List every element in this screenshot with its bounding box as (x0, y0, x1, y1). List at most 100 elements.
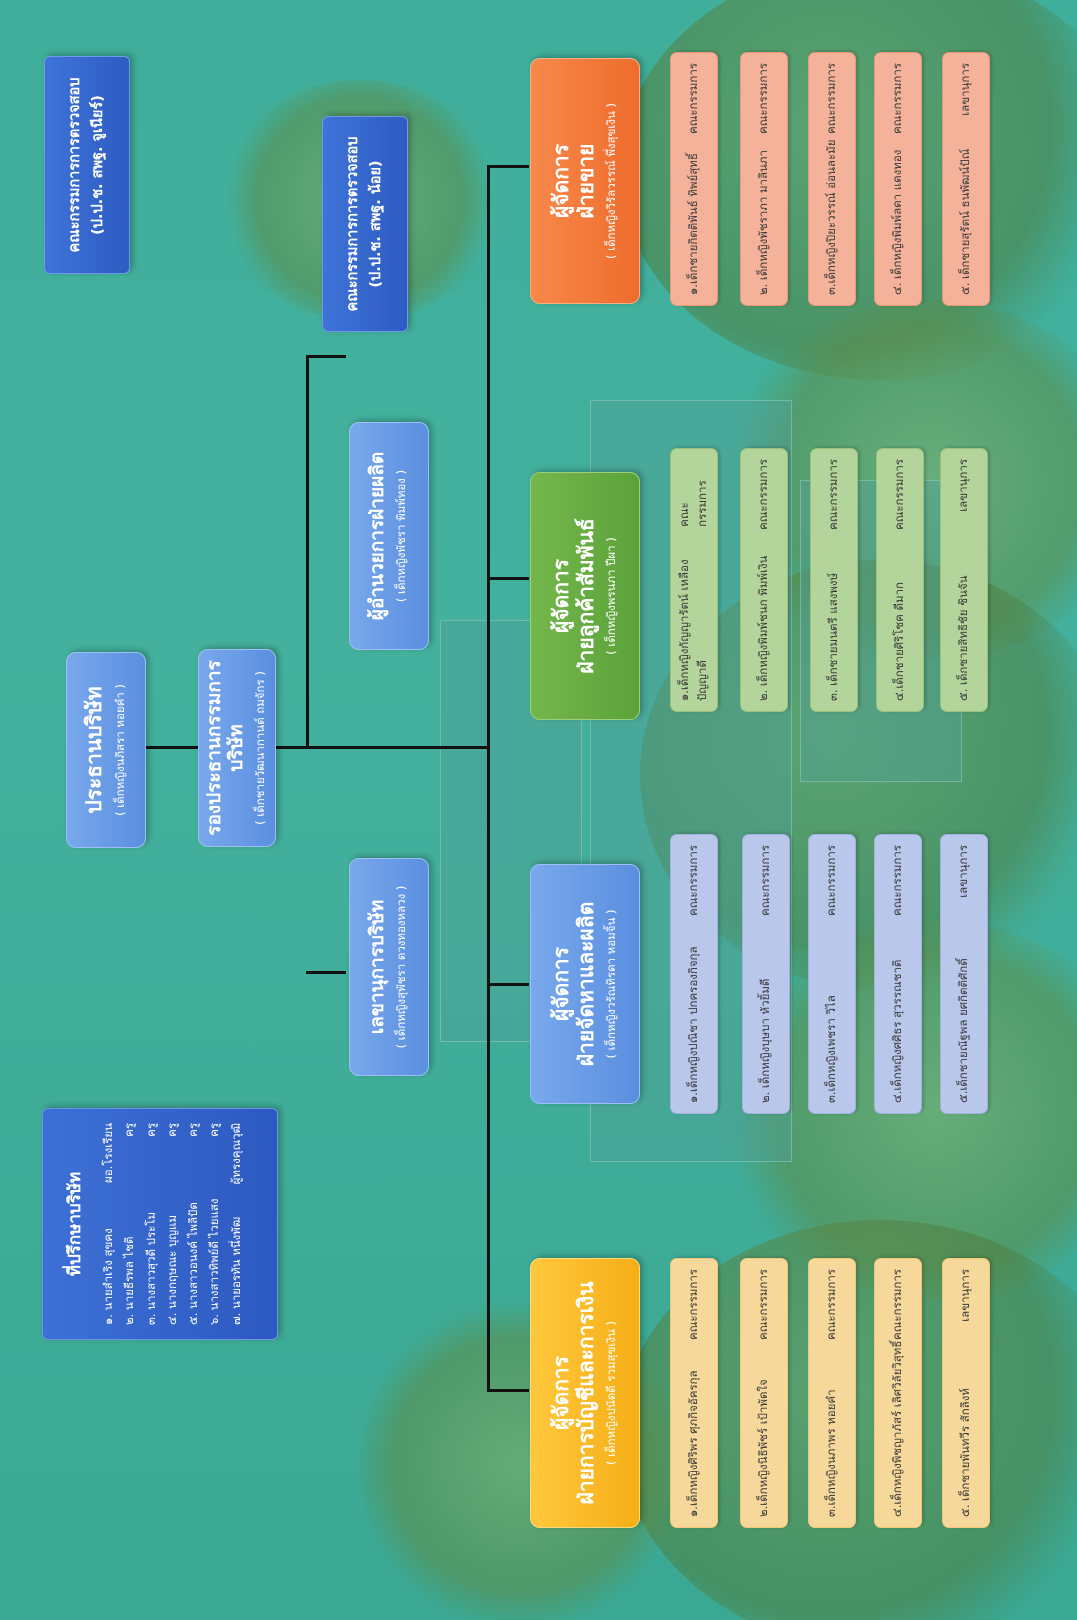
connector-line (487, 166, 490, 1392)
secretary-box: เลขานุการบริษัท ( เด็กหญิงสุพัชรา ดวงทอง… (349, 858, 429, 1076)
advisor-row: ๒. นายธีรพล ไชติครู (119, 1123, 140, 1325)
department-name: ฝ่ายการบัญชีและการเงิน (573, 1281, 598, 1505)
member-name: ๔. เด็กหญิงพิมพ์ลดา แดงทอง (890, 149, 904, 295)
secretary-title: เลขานุการบริษัท (365, 899, 388, 1035)
member-role: คณะกรรมการ (824, 845, 838, 917)
member-card: ๒. เด็กหญิงพิมพ์ชนก พิมพ์เงินคณะกรรมการ (740, 448, 788, 712)
member-card: ๕. เด็กชายพันทวีร สักลิงห์ เลขานุการ (942, 1258, 990, 1528)
connector-line (487, 1389, 529, 1392)
member-name: ๒. เด็กหญิงพัชราภา มาลินภา (756, 150, 770, 295)
member-card: ๕. เด็กชายสุรัตน์ ธนพัฒน์ปัณ์เลขานุการ (942, 52, 990, 306)
president-box: ประธานบริษัท ( เด็กหญิงนภิสรา หอยคำ ) (66, 652, 146, 848)
member-name: ๔.เด็กชายศิริโชค ดีมาก (892, 582, 906, 701)
member-role: คณะกรรมการ (890, 63, 904, 135)
member-name: ๑.เด็กหญิงกัญญารัตน์ เหลืองปัญญาดี (677, 559, 709, 701)
connector-line (487, 983, 529, 986)
manager-sales-box: ผู้จัดการ ฝ่ายขาย ( เด็กหญิงวิรัลวรรณ์ พ… (530, 58, 640, 304)
member-card: ๕.เด็กชายณัฐพล ยศกิตติศักดิ์ เลขานุการ (940, 834, 988, 1114)
advisor-name: ๓. นางสาวสุวดี ประโม (143, 1211, 158, 1325)
member-name: ๑.เด็กหญิงปณิชา ปกครองกิจกุล (686, 946, 700, 1103)
member-card: ๑.เด็กหญิงศิริพร ศุภกิจอัครกุล คณะกรรมการ (670, 1258, 718, 1528)
audit-committee-line2: (ป.ป.ช. สพฐ. น้อย) (368, 160, 384, 288)
member-role: คณะกรรมการ (892, 459, 906, 531)
audit-committee-line1: คณะกรรมการการตรวจสอบ (344, 136, 361, 312)
manager-title: ผู้จัดการ (549, 143, 574, 219)
member-card: ๒.เด็กหญิงนิธิพัชร์ เป้าพัดใจคณะกรรมการ (740, 1258, 788, 1528)
member-name: ๕. เด็กชายพันทวีร สักลิงห์ (958, 1388, 972, 1517)
manager-name: ( เด็กหญิงวิรัลวรรณ์ พึ่งสุขเงิน ) (603, 103, 618, 259)
member-role: เลขานุการ (958, 63, 972, 116)
member-card: ๔. เด็กหญิงพิมพ์ลดา แดงทอง คณะกรรมการ (874, 52, 922, 306)
member-name: ๔.เด็กหญิงพิชญาภัสร์ เลิศวิลัยวิสุทธิ์ (890, 1340, 904, 1517)
advisor-row: ๑. นายสำเริง สุขคงผอ.โรงเรียน (98, 1123, 119, 1325)
vice-president-box: รองประธานกรรมการบริษัท ( เด็กชายวัฒนากาน… (198, 649, 276, 847)
manager-name: ( เด็กหญิงพรนภา ปีผา ) (603, 537, 618, 655)
manager-accounting-box: ผู้จัดการ ฝ่ายการบัญชีและการเงิน ( เด็กห… (530, 1258, 640, 1528)
advisor-name: ๖. นางสาวทิพย์ดี ไวยแสง (207, 1198, 222, 1325)
connector-line (306, 355, 346, 358)
manager-title: ผู้จัดการ (549, 946, 574, 1022)
member-name: ๑.เด็กชายกิตติพันธ์ ทิพย์สุทธิ์ (686, 153, 700, 295)
member-card: ๓.เด็กหญิงเพชรา วิไล คณะกรรมการ (808, 834, 856, 1114)
department-name: ฝ่ายลูกค้าสัมพันธ์ (573, 518, 598, 674)
audit-committee-line1: คณะกรรมการการตรวจสอบ (66, 77, 83, 253)
member-role: เลขานุการ (956, 845, 970, 898)
manager-name: ( เด็กหญิงวรัณทิรดา หอมจิ้น ) (603, 909, 618, 1059)
connector-line (140, 746, 199, 749)
advisors-title: ที่ปรึกษาบริษัท (65, 1171, 85, 1277)
advisor-role: ผู้ทรงคุณวุฒิ (228, 1123, 243, 1185)
member-card: ๔.เด็กชายศิริโชค ดีมาก คณะกรรมการ (876, 448, 924, 712)
member-role: คณะกรรมการ (824, 1269, 838, 1341)
production-director-name: ( เด็กหญิงพัชรา พิมพ์ทอง ) (394, 469, 409, 603)
member-role: คณะกรรมการ (686, 1269, 700, 1341)
member-card: ๑.เด็กหญิงกัญญารัตน์ เหลืองปัญญาดีคณะกรร… (670, 448, 718, 712)
member-role: คณะกรรมการ (826, 459, 840, 531)
advisor-role: ครู (164, 1123, 179, 1137)
member-name: ๒. เด็กหญิงพิมพ์ชนก พิมพ์เงิน (756, 555, 770, 701)
member-name: ๔.เด็กหญิงศศิธร สุวรรณชาติ (890, 959, 904, 1103)
advisor-row: ๔. นางกฤษณะ บุญแม ครู (162, 1123, 183, 1325)
advisor-row: ๓. นางสาวสุวดี ประโมครู (141, 1123, 162, 1325)
advisor-row: ๖. นางสาวทิพย์ดี ไวยแสง ครู (204, 1123, 225, 1325)
member-card: ๕. เด็กชายสิทธิชัย ชินจันเลขานุการ (940, 448, 988, 712)
member-name: ๒.เด็กหญิงนิธิพัชร์ เป้าพัดใจ (756, 1379, 770, 1517)
advisor-name: ๔. นางกฤษณะ บุญแม (164, 1214, 179, 1325)
advisor-row: ๕. นางสาวอนงค์ ไพลิปัด ครู (183, 1123, 204, 1325)
advisor-name: ๕. นางสาวอนงค์ ไพลิปัด (186, 1202, 201, 1325)
manager-customer-relations-box: ผู้จัดการ ฝ่ายลูกค้าสัมพันธ์ ( เด็กหญิงพ… (530, 472, 640, 720)
member-role: คณะกรรมการ (890, 1269, 904, 1341)
president-name: ( เด็กหญิงนภิสรา หอยคำ ) (112, 684, 127, 816)
manager-procurement-box: ผู้จัดการ ฝ่ายจัดหาและผลิต ( เด็กหญิงวรั… (530, 864, 640, 1104)
department-name: ฝ่ายจัดหาและผลิต (573, 901, 598, 1067)
member-role: คณะกรรมการ (686, 845, 700, 917)
member-card: ๔.เด็กหญิงศศิธร สุวรรณชาติคณะกรรมการ (874, 834, 922, 1114)
advisor-name: ๒. นายธีรพล ไชติ (122, 1236, 137, 1326)
advisor-row: ๗. นายอรทัน หนึ่งพัฒผู้ทรงคุณวุฒิ (226, 1123, 247, 1325)
member-name: ๑.เด็กหญิงศิริพร ศุภกิจอัครกุล (686, 1370, 700, 1517)
manager-name: ( เด็กหญิงปนัดดี รวมสุขเงิน ) (603, 1321, 618, 1465)
advisor-role: ครู (207, 1123, 222, 1137)
member-role: เลขานุการ (958, 1269, 972, 1322)
production-director-title: ผู้อำนวยการฝ่ายผลิต (365, 451, 388, 621)
vice-president-title: รองประธานกรรมการบริษัท (202, 660, 247, 836)
member-name: ๒. เด็กหญิงบุษบา หัวยิ้มดี (758, 978, 772, 1103)
member-name: ๓. เด็กชายมนตรี แสงพงษ์ (826, 572, 840, 701)
advisors-panel: ที่ปรึกษาบริษัท ๑. นายสำเริง สุขคงผอ.โรง… (42, 1108, 278, 1340)
member-card: ๒. เด็กหญิงพัชราภา มาลินภาคณะกรรมการ (740, 52, 788, 306)
audit-committee-box: คณะกรรมการการตรวจสอบ (ป.ป.ช. สพฐ. น้อย) (322, 116, 408, 332)
member-card: ๑.เด็กหญิงปณิชา ปกครองกิจกุล คณะกรรมการ (670, 834, 718, 1114)
member-role: คณะกรรมการ (758, 845, 772, 917)
member-card: ๔.เด็กหญิงพิชญาภัสร์ เลิศวิลัยวิสุทธิ์คณ… (874, 1258, 922, 1528)
member-name: ๓.เด็กหญิงเพชรา วิไล (824, 995, 838, 1103)
advisor-name: ๑. นายสำเริง สุขคง (101, 1228, 115, 1325)
member-name: ๕.เด็กชายณัฐพล ยศกิตติศักดิ์ (956, 958, 970, 1103)
audit-committee-line2: (ป.ป.ช. สพฐ. จูเนียร์) (90, 95, 106, 235)
connector-line (306, 971, 346, 974)
advisor-role: ครู (186, 1123, 201, 1137)
member-name: ๓.เด็กหญิงปิยะวรรณ์ อ่อนละมัย (824, 139, 838, 295)
member-name: ๕. เด็กชายสิทธิชัย ชินจัน (956, 575, 970, 701)
department-name: ฝ่ายขาย (573, 143, 598, 219)
member-card: ๑.เด็กชายกิตติพันธ์ ทิพย์สุทธิ์คณะกรรมกา… (670, 52, 718, 306)
